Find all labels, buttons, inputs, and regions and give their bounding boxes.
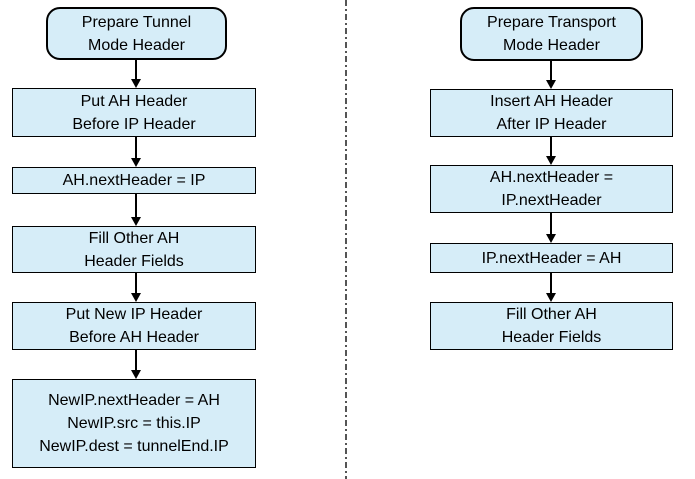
step-text-line: Mode Header — [88, 36, 185, 54]
flow-arrow — [131, 194, 141, 226]
step-prepare-tunnel-header: Prepare Tunnel Mode Header — [46, 7, 227, 60]
step-text-line: Header Fields — [501, 329, 602, 346]
flow-arrow — [131, 350, 141, 379]
arrow-head-icon — [131, 293, 141, 302]
dashed-separator-line — [345, 0, 347, 479]
flow-arrow — [546, 137, 556, 165]
step-fill-other-ah-fields-transport: Fill Other AH Header Fields — [430, 302, 673, 350]
arrow-line — [550, 61, 552, 83]
arrow-line — [550, 273, 552, 296]
step-text-line: Prepare Tunnel — [81, 13, 192, 31]
step-text-line: IP.nextHeader = AH — [481, 249, 622, 267]
arrow-line — [135, 60, 137, 82]
flow-arrow — [131, 137, 141, 167]
step-text-line: NewIP.nextHeader = AH — [48, 392, 220, 409]
step-text-line: Mode Header — [503, 37, 600, 54]
arrow-head-icon — [546, 156, 556, 165]
step-text-line: Put New IP Header — [65, 306, 203, 323]
arrow-head-icon — [546, 234, 556, 243]
arrow-line — [135, 194, 137, 220]
arrow-line — [550, 137, 552, 159]
flow-arrow — [546, 273, 556, 302]
step-fill-other-ah-fields-tunnel: Fill Other AH Header Fields — [12, 226, 256, 273]
step-text-line: NewIP.dest = tunnelEnd.IP — [39, 438, 229, 455]
flow-arrow — [546, 213, 556, 243]
flow-arrow — [546, 61, 556, 89]
arrow-head-icon — [546, 293, 556, 302]
arrow-line — [135, 350, 137, 373]
step-text-line: AH.nextHeader = — [489, 169, 614, 186]
step-insert-ah-after-ip: Insert AH Header After IP Header — [430, 89, 673, 137]
step-text-line: AH.nextHeader = IP — [62, 172, 206, 189]
step-text-line: IP.nextHeader — [501, 192, 602, 209]
step-text-line: After IP Header — [496, 116, 607, 133]
arrow-head-icon — [131, 217, 141, 226]
arrow-head-icon — [131, 158, 141, 167]
step-text-line: Fill Other AH — [506, 306, 597, 323]
step-text-line: Insert AH Header — [490, 93, 613, 110]
step-prepare-transport-header: Prepare Transport Mode Header — [460, 7, 643, 61]
step-text-line: Before IP Header — [72, 115, 196, 133]
step-ip-nextheader-ah: IP.nextHeader = AH — [430, 243, 673, 273]
step-text-line: NewIP.src = this.IP — [67, 415, 201, 432]
step-text-line: Header Fields — [84, 252, 184, 270]
step-text-line: Before AH Header — [69, 329, 199, 346]
arrow-head-icon — [546, 80, 556, 89]
arrow-line — [135, 273, 137, 296]
step-ah-nextheader-ip-nextheader: AH.nextHeader = IP.nextHeader — [430, 165, 673, 213]
flow-arrow — [131, 60, 141, 88]
step-text-line: Put AH Header — [80, 92, 188, 110]
arrow-line — [135, 137, 137, 161]
arrow-head-icon — [131, 370, 141, 379]
step-ah-nextheader-ip: AH.nextHeader = IP — [12, 167, 256, 194]
step-text-line: Fill Other AH — [88, 229, 180, 247]
arrow-line — [550, 213, 552, 237]
step-put-new-ip-before-ah: Put New IP Header Before AH Header — [12, 302, 256, 350]
step-newip-assignments: NewIP.nextHeader = AH NewIP.src = this.I… — [12, 379, 256, 468]
step-text-line: Prepare Transport — [487, 14, 616, 31]
step-put-ah-before-ip: Put AH Header Before IP Header — [12, 88, 256, 137]
arrow-head-icon — [131, 79, 141, 88]
flow-arrow — [131, 273, 141, 302]
